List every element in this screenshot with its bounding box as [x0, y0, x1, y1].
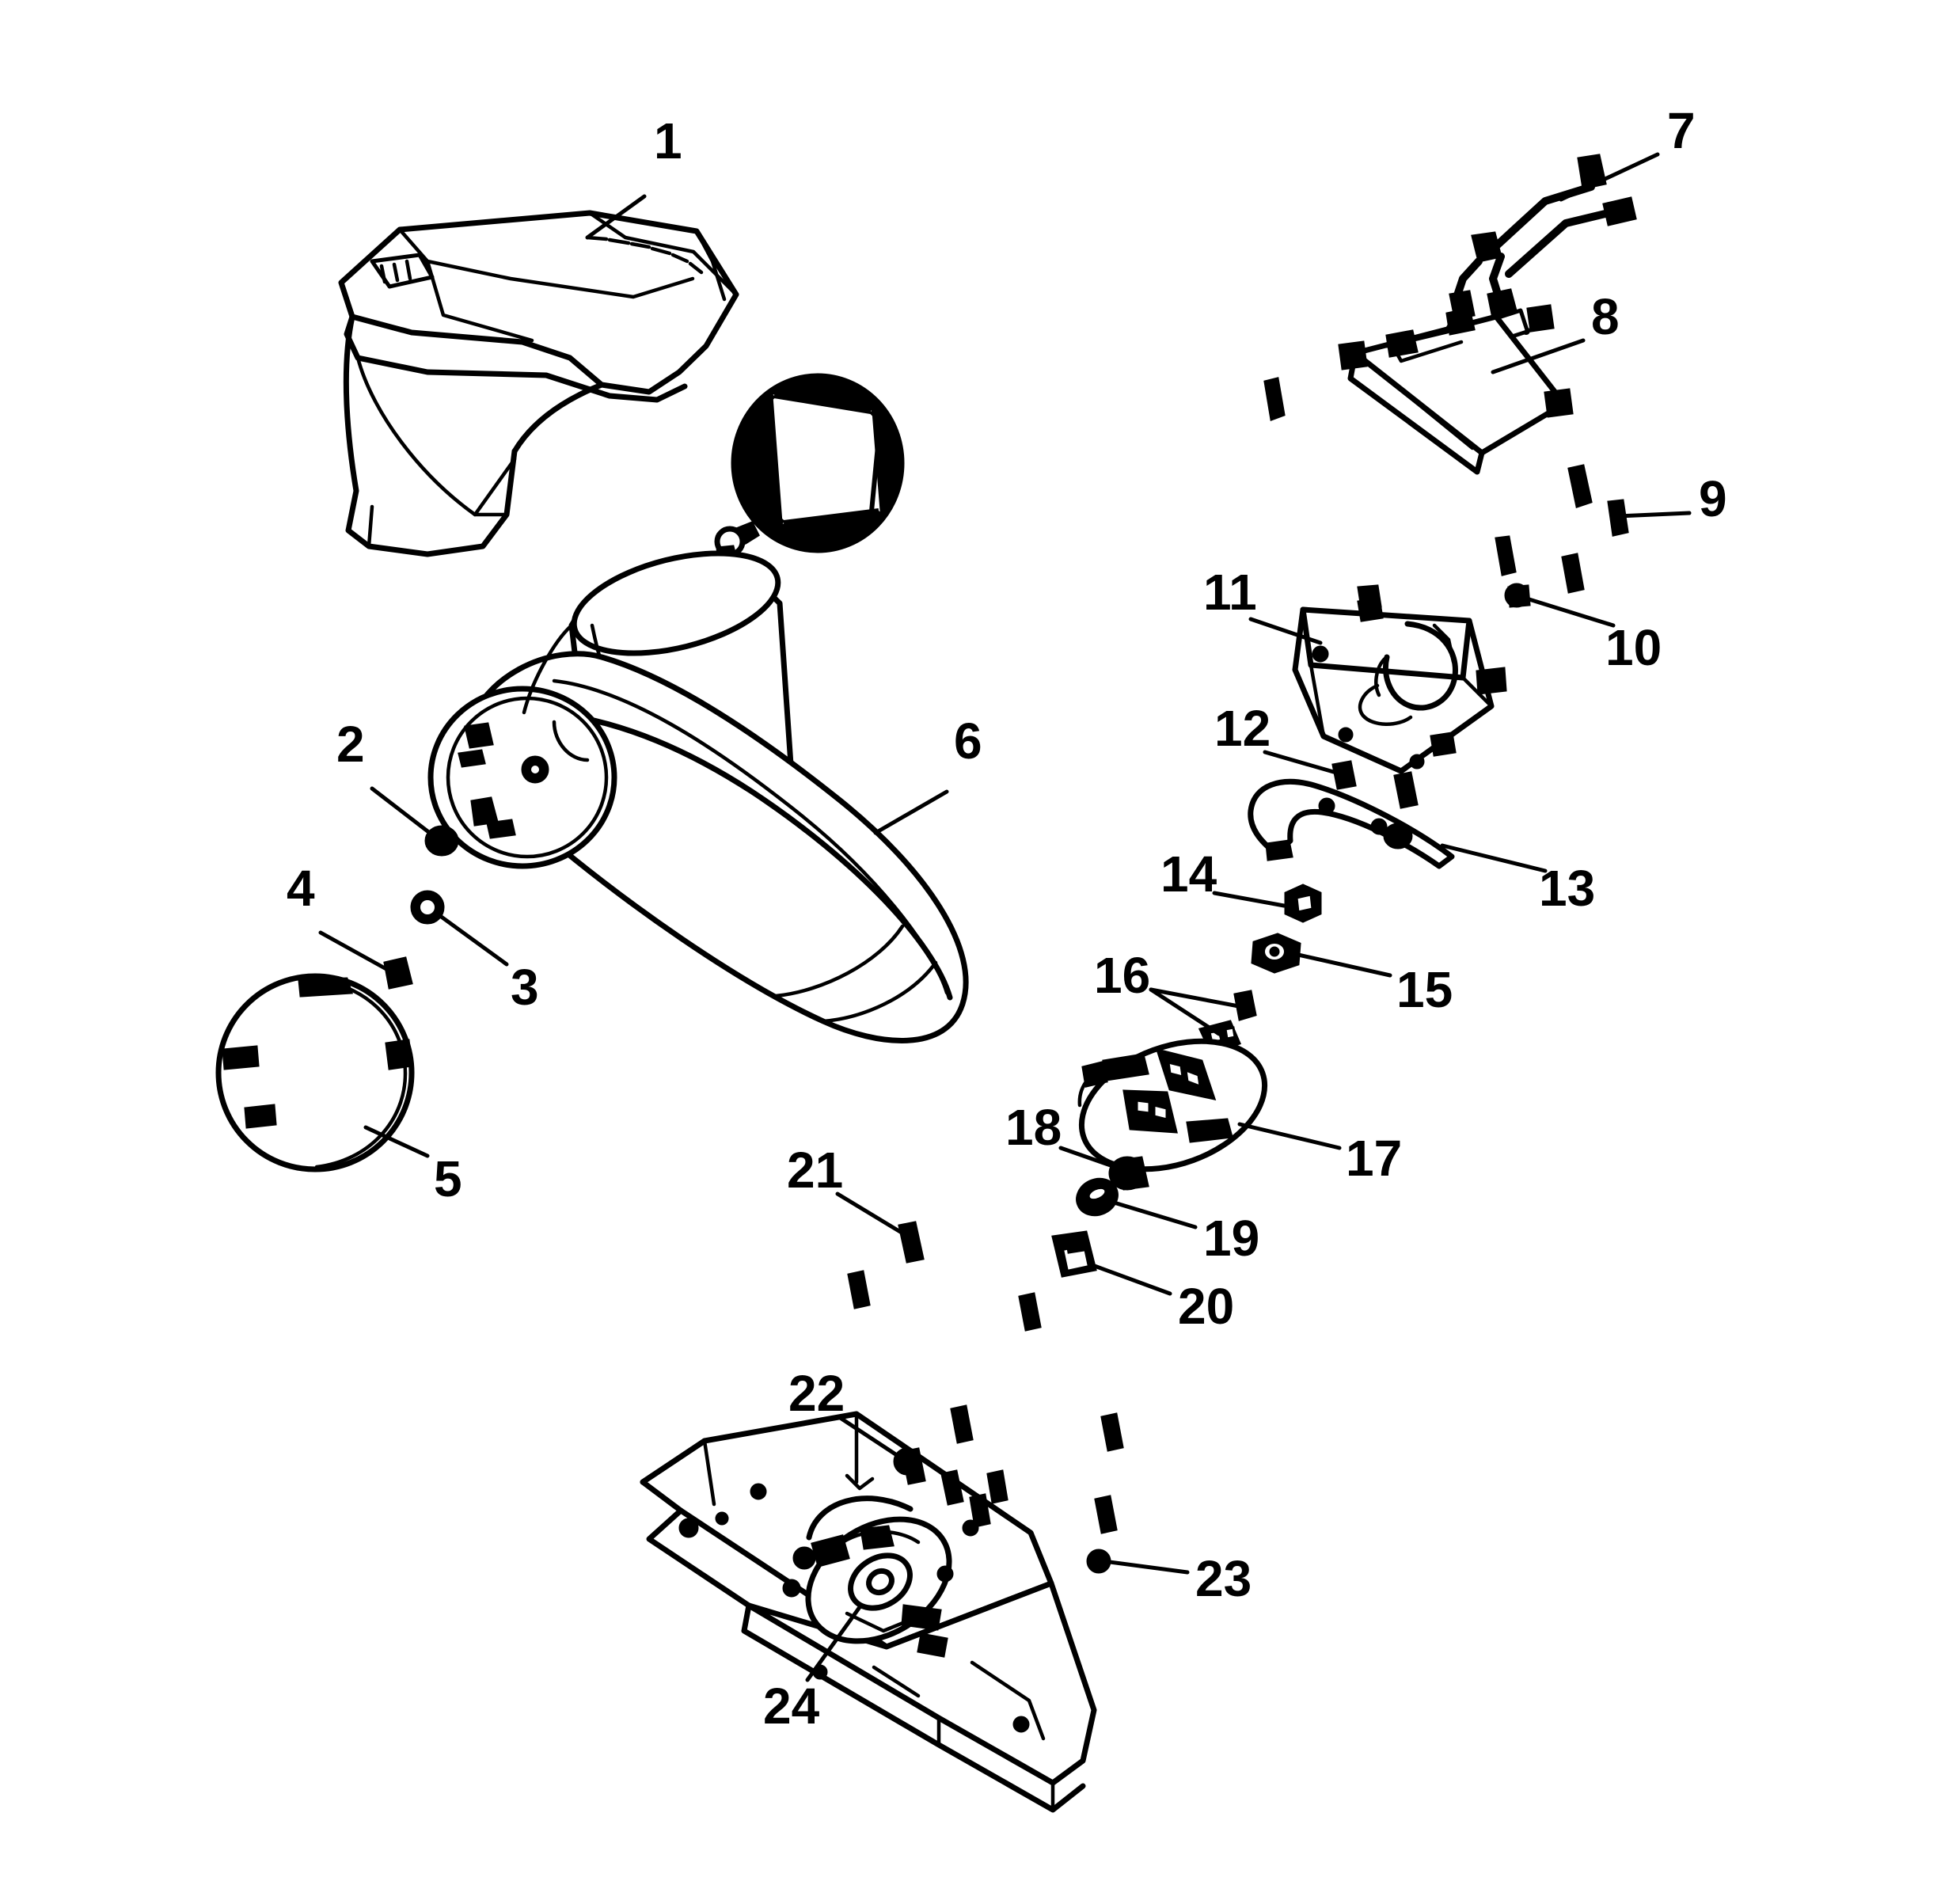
part-13-curved-guard: [1248, 778, 1455, 869]
callout-16[interactable]: 16: [1094, 947, 1151, 1004]
callout-10[interactable]: 10: [1605, 619, 1662, 676]
loose-fasteners-group: [847, 377, 1629, 1534]
leader-8: [1491, 338, 1586, 374]
leader-19: [1109, 1199, 1198, 1229]
leader-18: [1058, 1146, 1126, 1172]
callout-23[interactable]: 23: [1195, 1550, 1252, 1607]
part-17-fan-mounting-disc: [1077, 1038, 1268, 1172]
callout-5[interactable]: 5: [434, 1150, 462, 1207]
callout-14[interactable]: 14: [1160, 846, 1217, 903]
part-24-nozzle-base-plate: [640, 1411, 1097, 1813]
leader-20: [1090, 1263, 1172, 1296]
leader-10: [1519, 595, 1616, 628]
leader-9: [1616, 511, 1692, 519]
callout-18[interactable]: 18: [1005, 1099, 1062, 1156]
leader-12: [1263, 750, 1339, 775]
leader-13: [1440, 843, 1548, 873]
leader-21: [835, 1191, 908, 1237]
part-6-main-body-housing: [427, 550, 969, 1043]
callout-19[interactable]: 19: [1203, 1210, 1260, 1267]
leader-16b: [1149, 987, 1221, 1036]
leader-22: [837, 1415, 906, 1462]
callout-17[interactable]: 17: [1346, 1130, 1403, 1187]
callout-3[interactable]: 3: [511, 959, 539, 1016]
part-8-filter-door-plate: [1338, 307, 1574, 475]
callout-20[interactable]: 20: [1178, 1278, 1235, 1335]
leader-4: [318, 930, 389, 971]
callout-13[interactable]: 13: [1539, 860, 1596, 917]
part-19-bushing-grommet: [1076, 1177, 1119, 1217]
leader-lines-group: [318, 152, 1692, 1682]
callout-4[interactable]: 4: [287, 860, 315, 917]
callout-6[interactable]: 6: [954, 713, 982, 770]
leader-7: [1559, 152, 1660, 202]
leader-6: [873, 789, 949, 835]
callout-9[interactable]: 9: [1699, 470, 1727, 527]
leader-11: [1248, 617, 1323, 645]
leader-1: [585, 194, 647, 240]
leader-2: [370, 786, 436, 838]
part-14-hex-nut: [1284, 884, 1322, 923]
callout-7[interactable]: 7: [1667, 102, 1696, 159]
part-11-motor-shroud-bracket: [1292, 597, 1507, 774]
leader-5: [363, 1125, 430, 1158]
leader-17: [1237, 1122, 1342, 1150]
leader-24: [805, 1605, 862, 1682]
callout-1[interactable]: 1: [654, 112, 682, 169]
part-5-round-end-cap: [215, 973, 415, 1172]
leader-23: [1101, 1559, 1190, 1575]
pointer-heads-group: [893, 583, 1529, 1574]
callout-22[interactable]: 22: [788, 1365, 845, 1422]
part-15-flat-washer: [1251, 933, 1301, 974]
callout-8[interactable]: 8: [1591, 288, 1620, 345]
callout-15[interactable]: 15: [1396, 961, 1453, 1018]
left-hardware-group: [383, 825, 459, 990]
callout-2[interactable]: 2: [336, 716, 365, 773]
leader-15: [1296, 952, 1392, 978]
filter-screen-detail-inset: [714, 373, 905, 562]
callout-24[interactable]: 24: [763, 1678, 820, 1735]
callout-21[interactable]: 21: [787, 1142, 844, 1199]
leader-3: [435, 911, 509, 967]
leader-14: [1212, 891, 1286, 908]
part-20-spacer-sleeve: [1051, 1230, 1097, 1278]
part-1-upper-handle-cover: [338, 210, 739, 557]
callout-11[interactable]: 11: [1203, 564, 1257, 621]
leader-16a: [1149, 987, 1245, 1009]
callout-12[interactable]: 12: [1214, 700, 1271, 757]
